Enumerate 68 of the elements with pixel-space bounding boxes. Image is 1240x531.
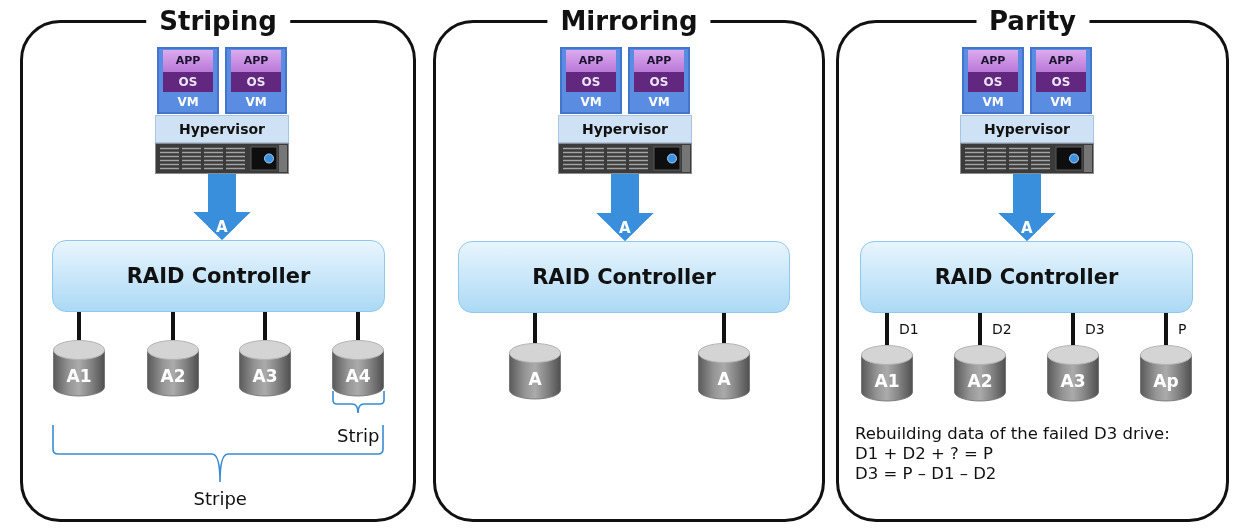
block-arrow (596, 174, 654, 241)
connector-line (1164, 313, 1168, 345)
app-layer: APP (231, 50, 281, 72)
server-icon (558, 143, 692, 174)
disk-label: A (717, 370, 731, 389)
app-layer: APP (968, 50, 1018, 72)
disk-label: A3 (1060, 372, 1086, 391)
connector-line (171, 312, 175, 340)
hypervisor-layer: Hypervisor (960, 115, 1094, 143)
server-icon (155, 143, 289, 174)
vm-box (560, 47, 622, 114)
edge-label: D2 (991, 321, 1013, 337)
block-arrow (998, 174, 1056, 241)
controller-box: RAID Controller (458, 241, 790, 313)
connector-line (978, 313, 982, 345)
vm-box (962, 47, 1024, 114)
controller-box: RAID Controller (52, 240, 385, 312)
note-text: Rebuilding data of the failed D3 drive: (855, 424, 1170, 444)
edge-label: A (1021, 220, 1033, 236)
vm-box (628, 47, 690, 114)
controller-box: RAID Controller (860, 241, 1193, 313)
vm-label: VM (982, 94, 1004, 110)
note-text: D3 = P – D1 – D2 (855, 464, 997, 484)
connector-line (533, 313, 537, 343)
edge-label: D3 (1084, 321, 1106, 337)
server-icon (960, 143, 1094, 174)
app-layer: APP (566, 50, 616, 72)
connector-line (722, 313, 726, 343)
os-layer: OS (1036, 72, 1086, 92)
app-layer: APP (1036, 50, 1086, 72)
connector-line (1071, 313, 1075, 345)
disk-label: Ap (1153, 372, 1179, 391)
edge-label: A (216, 219, 228, 235)
connector-line (885, 313, 889, 345)
bracket-label: Stripe (193, 488, 247, 509)
app-layer: APP (163, 50, 213, 72)
vm-label: VM (648, 94, 670, 110)
os-layer: OS (566, 72, 616, 92)
vm-box (225, 47, 287, 114)
disk-label: A1 (874, 372, 900, 391)
connector-line (356, 312, 360, 340)
disk-label: A (528, 370, 542, 389)
disk-label: A4 (345, 367, 371, 386)
os-layer: OS (968, 72, 1018, 92)
os-layer: OS (163, 72, 213, 92)
hypervisor-layer: Hypervisor (155, 115, 289, 143)
hypervisor-layer: Hypervisor (558, 115, 692, 143)
vm-label: VM (1050, 94, 1072, 110)
vm-box (1030, 47, 1092, 114)
connector-line (263, 312, 267, 340)
connector-line (77, 312, 81, 340)
vm-box (157, 47, 219, 114)
disk-label: A2 (967, 372, 993, 391)
disk-label: A1 (66, 367, 92, 386)
edge-label: A (619, 220, 631, 236)
vm-label: VM (177, 94, 199, 110)
vm-label: VM (580, 94, 602, 110)
bracket-label: Strip (337, 425, 380, 446)
os-layer: OS (634, 72, 684, 92)
app-layer: APP (634, 50, 684, 72)
note-text: D1 + D2 + ? = P (855, 444, 994, 464)
disk-label: A2 (160, 367, 186, 386)
disk-label: A3 (252, 367, 278, 386)
edge-label: D1 (898, 321, 920, 337)
edge-label: P (1177, 321, 1188, 337)
block-arrow (193, 174, 251, 240)
os-layer: OS (231, 72, 281, 92)
vm-label: VM (245, 94, 267, 110)
